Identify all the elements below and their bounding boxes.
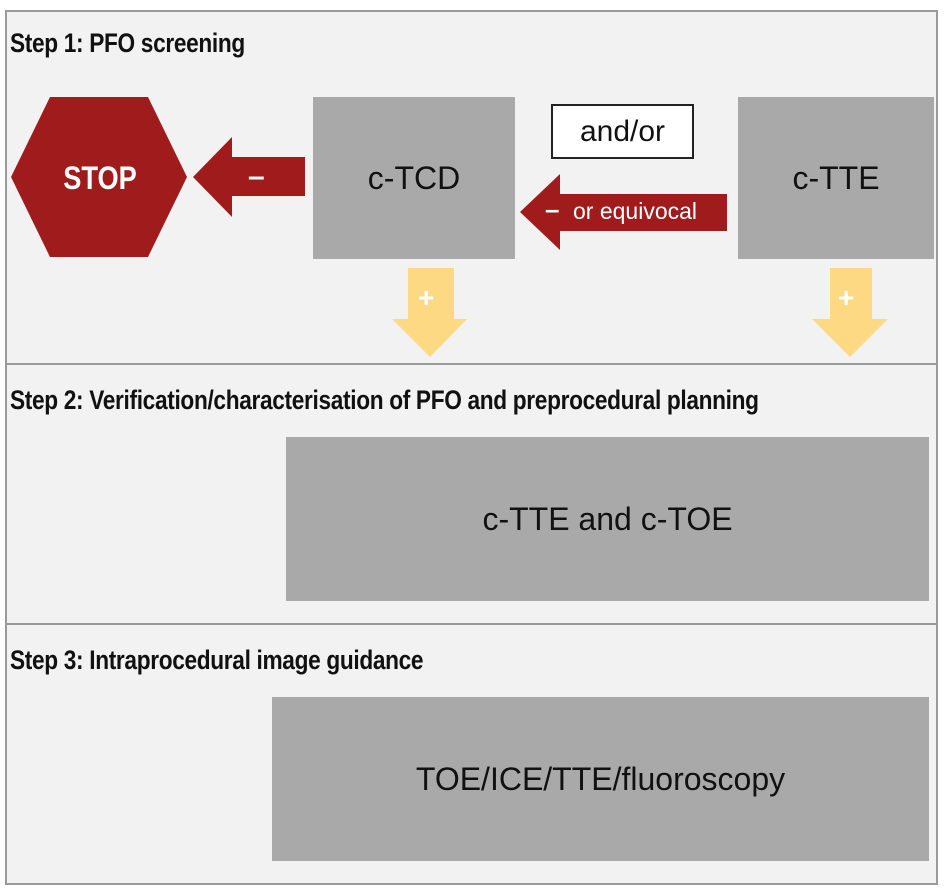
ctcd-label: c-TCD bbox=[367, 159, 461, 196]
ctcd-box: c-TCD bbox=[313, 97, 515, 259]
stop-label: STOP bbox=[63, 159, 137, 196]
step3-title: Step 3: Intraprocedural image guidance bbox=[10, 645, 424, 675]
arrow-to-ctcd-text: or equivocal bbox=[573, 198, 698, 224]
step2-box: c-TTE and c-TOE bbox=[286, 437, 929, 601]
andor-box: and/or bbox=[551, 104, 694, 159]
andor-label: and/or bbox=[579, 114, 666, 148]
arrow-to-ctcd bbox=[520, 174, 727, 250]
step1-title: Step 1: PFO screening bbox=[10, 28, 245, 58]
plus-sign-left: + bbox=[418, 282, 435, 313]
arrow-down-ctte bbox=[812, 268, 888, 357]
arrow-to-stop bbox=[193, 137, 305, 217]
ctte-label: c-TTE bbox=[792, 159, 880, 196]
arrow-to-ctcd-sign: – bbox=[545, 194, 560, 224]
step2-box-label: c-TTE and c-TOE bbox=[482, 500, 733, 537]
stop-octagon bbox=[11, 97, 187, 257]
step2-title: Step 2: Verification/characterisation of… bbox=[10, 385, 759, 415]
step3-box: TOE/ICE/TTE/fluoroscopy bbox=[272, 697, 929, 861]
ctte-box: c-TTE bbox=[738, 97, 934, 259]
plus-sign-right: + bbox=[838, 282, 855, 313]
step3-box-label: TOE/ICE/TTE/fluoroscopy bbox=[415, 760, 786, 797]
arrow-down-ctcd bbox=[392, 268, 467, 357]
arrow-to-stop-sign: – bbox=[248, 160, 265, 193]
